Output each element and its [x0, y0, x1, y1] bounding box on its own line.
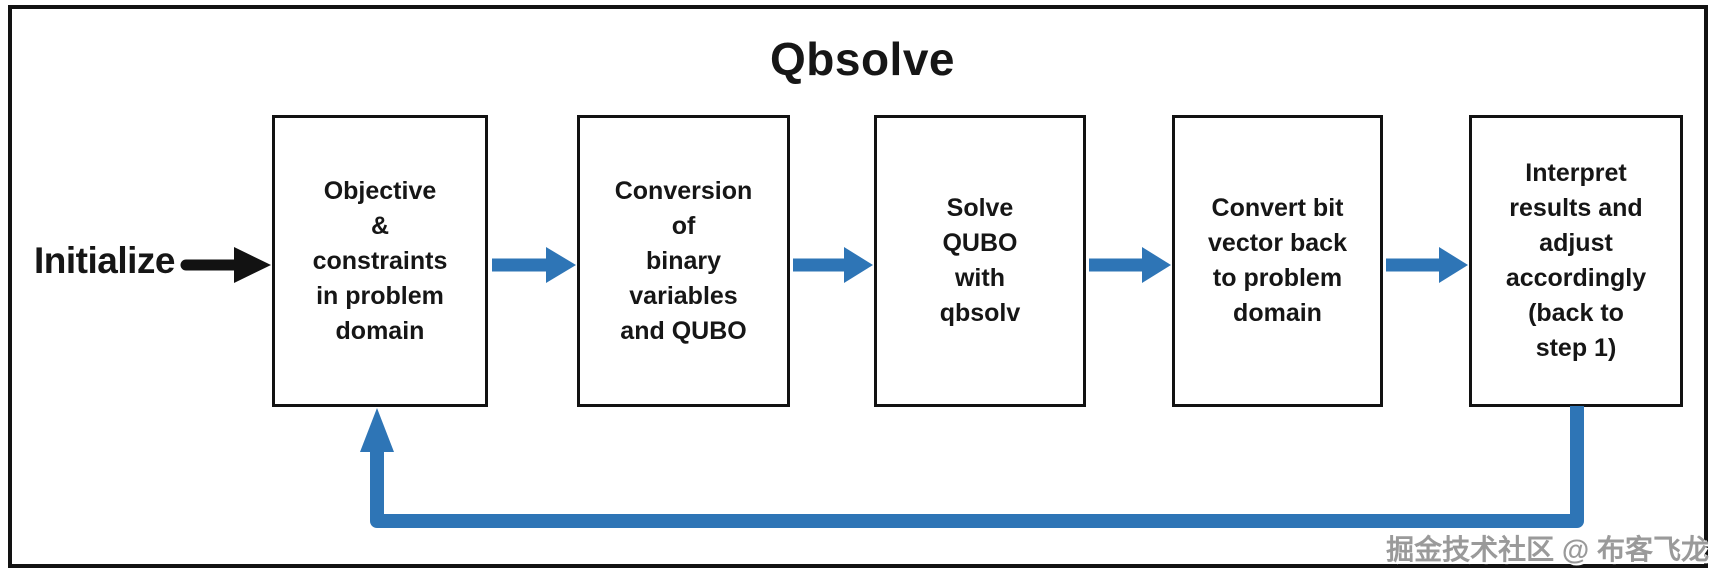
- flow-step-label: Convert bit vector back to problem domai…: [1208, 194, 1347, 327]
- flow-step-label: Conversion of binary variables and QUBO: [614, 176, 753, 345]
- flow-step-solve: Solve QUBO with qbsolv: [874, 115, 1086, 407]
- feedback-loop-arrow: [360, 406, 1584, 528]
- initialize-arrow-icon: [180, 247, 271, 283]
- diagram-title: Qbsolve: [769, 33, 955, 85]
- flow-step-conversion: Conversion of binary variables and QUBO: [577, 115, 790, 407]
- arrow-right-icon: [1386, 247, 1468, 283]
- flow-step-label: Solve QUBO with qbsolv: [939, 194, 1021, 327]
- watermark-text: 掘金技术社区 @ 布客飞龙: [1386, 534, 1709, 565]
- flow-step-interpret: Interpret results and adjust accordingly…: [1469, 115, 1683, 407]
- flow-step-label: Interpret results and adjust accordingly…: [1505, 159, 1647, 362]
- initialize-label: Initialize: [34, 240, 175, 281]
- arrow-right-icon: [1089, 247, 1171, 283]
- flow-step-convert-back: Convert bit vector back to problem domai…: [1172, 115, 1383, 407]
- arrow-right-icon: [492, 247, 576, 283]
- flow-step-label: Objective & constraints in problem domai…: [312, 176, 448, 345]
- flow-step-objective: Objective & constraints in problem domai…: [272, 115, 488, 407]
- arrow-right-icon: [793, 247, 873, 283]
